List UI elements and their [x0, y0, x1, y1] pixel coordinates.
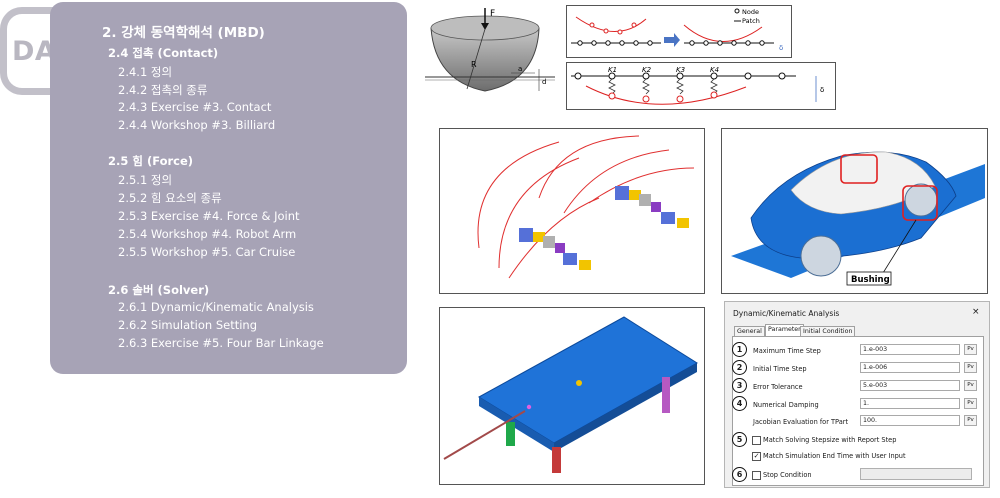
radius-line — [466, 28, 486, 90]
toc-item[interactable]: 2.4.3 Exercise #3. Contact — [118, 100, 272, 114]
force-label: F — [490, 9, 495, 19]
step-number: 5 — [732, 432, 747, 447]
param-label: Initial Time Step — [753, 365, 807, 373]
toc-item[interactable]: 2.5.3 Exercise #4. Force & Joint — [118, 209, 300, 223]
toc-item[interactable]: 2.4.1 정의 — [118, 65, 173, 79]
billiard-ball — [576, 380, 582, 386]
radius-label: R — [471, 60, 477, 69]
delta-label: δ — [779, 44, 783, 52]
check-label: Match Solving Stepsize with Report Step — [763, 436, 897, 444]
match-end-time-checkbox[interactable]: ✓ — [752, 452, 761, 461]
check-label: Match Simulation End Time with User Inpu… — [763, 452, 906, 460]
spring-figure — [566, 62, 836, 110]
numerical-damping-input[interactable]: 1. — [860, 398, 960, 409]
contact-sphere-figure: F R a d — [425, 8, 555, 92]
spring-delta-label: δ — [820, 86, 824, 94]
pv-button[interactable]: Pv — [964, 398, 977, 409]
table-leg — [552, 447, 561, 473]
step-number: 3 — [732, 378, 747, 393]
robot-arm-2 — [615, 186, 689, 228]
toc-item[interactable]: 2.6.2 Simulation Setting — [118, 318, 258, 332]
step-number: 6 — [732, 467, 747, 482]
section-heading-contact: 2.4 접촉 (Contact) — [108, 46, 219, 60]
jacobian-evaluation-input[interactable]: 100. — [860, 415, 960, 426]
check-label: Stop Condition — [763, 471, 812, 479]
pv-button[interactable]: Pv — [964, 415, 977, 426]
a-label: a — [518, 65, 522, 73]
param-label: Jacobian Evaluation for TPart — [753, 418, 849, 426]
parameter-panel: 1 Maximum Time Step 1.e-003 Pv 2 Initial… — [732, 336, 984, 486]
d-label: d — [542, 78, 546, 86]
spring-k1: K1 — [608, 66, 617, 74]
tab-initial-condition[interactable]: Initial Condition — [800, 326, 856, 337]
tab-general[interactable]: General — [734, 326, 765, 337]
toc-item[interactable]: 2.4.4 Workshop #3. Billiard — [118, 118, 276, 132]
param-label: Numerical Damping — [753, 401, 819, 409]
toc-item[interactable]: 2.5.5 Workshop #5. Car Cruise — [118, 245, 296, 259]
legend-patch: Patch — [742, 17, 760, 25]
step-number: 1 — [732, 342, 747, 357]
stop-condition-checkbox[interactable] — [752, 471, 761, 480]
toc-item[interactable]: 2.4.2 접촉의 종류 — [118, 83, 208, 97]
stop-condition-field[interactable] — [860, 468, 972, 480]
legend-node: Node — [742, 8, 759, 16]
section-heading-solver: 2.6 솔버 (Solver) — [108, 283, 210, 297]
spring-k3: K3 — [676, 66, 685, 74]
param-label: Error Tolerance — [753, 383, 803, 391]
error-tolerance-input[interactable]: 5.e-003 — [860, 380, 960, 391]
toc-item[interactable]: 2.6.1 Dynamic/Kinematic Analysis — [118, 300, 314, 314]
pv-button[interactable]: Pv — [964, 380, 977, 391]
dynamic-kinematic-dialog: Dynamic/Kinematic Analysis × General Par… — [724, 301, 990, 488]
pv-button[interactable]: Pv — [964, 344, 977, 355]
pv-button[interactable]: Pv — [964, 362, 977, 373]
bushing-callout: Bushing — [851, 275, 890, 285]
initial-time-step-input[interactable]: 1.e-006 — [860, 362, 960, 373]
spring-k4: K4 — [710, 66, 719, 74]
step-number: 4 — [732, 396, 747, 411]
max-time-step-input[interactable]: 1.e-003 — [860, 344, 960, 355]
bushing-highlight-2 — [902, 185, 938, 221]
close-icon[interactable]: × — [972, 307, 980, 317]
section-heading-force: 2.5 힘 (Force) — [108, 154, 194, 168]
robot-arm-1 — [519, 228, 591, 270]
toc-panel — [50, 2, 407, 374]
wheel — [800, 235, 842, 277]
table-leg — [506, 422, 515, 446]
toc-item[interactable]: 2.5.2 힘 요소의 종류 — [118, 191, 222, 205]
dialog-title: Dynamic/Kinematic Analysis — [733, 309, 840, 318]
toc-item[interactable]: 2.5.1 정의 — [118, 173, 173, 187]
param-label: Maximum Time Step — [753, 347, 821, 355]
arrow-icon — [664, 33, 680, 47]
spring-k2: K2 — [642, 66, 652, 74]
step-number: 2 — [732, 360, 747, 375]
bushing-highlight-1 — [840, 154, 878, 184]
table-leg — [662, 377, 670, 413]
toc-item[interactable]: 2.5.4 Workshop #4. Robot Arm — [118, 227, 297, 241]
cue-stick — [443, 410, 526, 460]
toc-item[interactable]: 2.6.3 Exercise #5. Four Bar Linkage — [118, 336, 324, 350]
match-stepsize-checkbox[interactable] — [752, 436, 761, 445]
toc-title: 2. 강체 동역학해석 (MBD) — [102, 25, 265, 41]
